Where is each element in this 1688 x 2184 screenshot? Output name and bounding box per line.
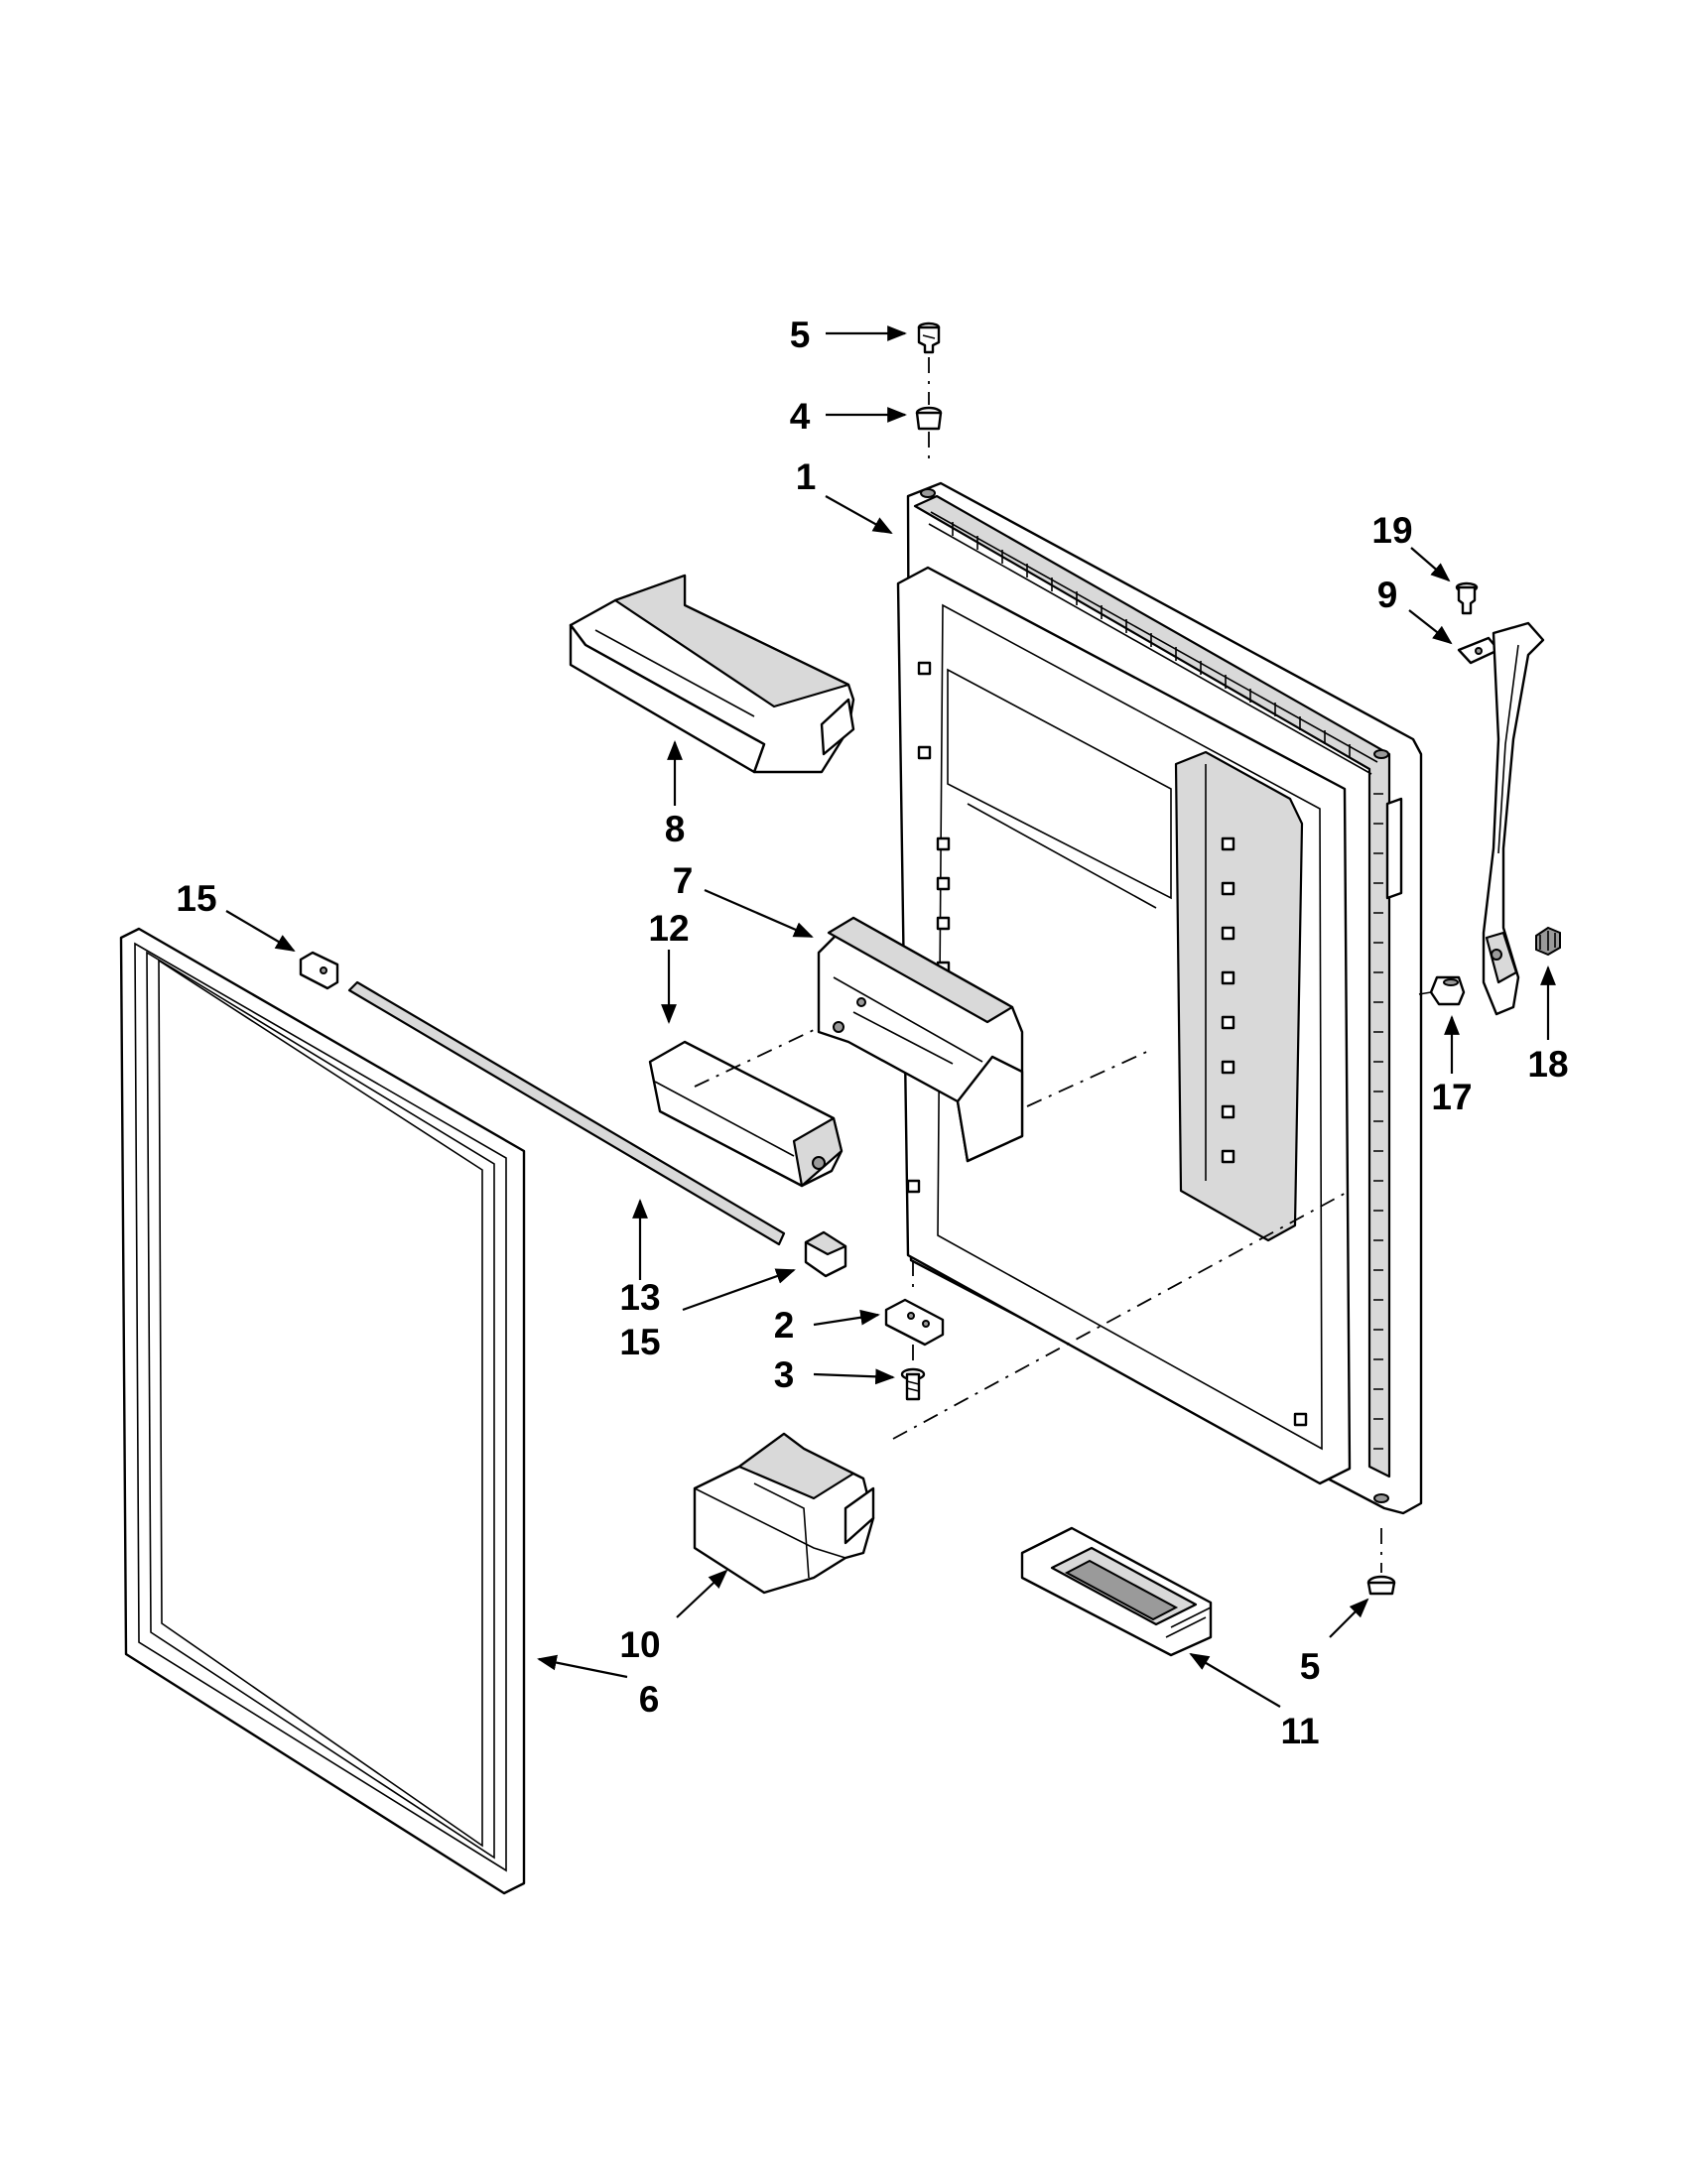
handle-stud [1418, 975, 1466, 1006]
callout-15-bottom: 15 [619, 1322, 660, 1362]
callout-17: 17 [1431, 1077, 1472, 1117]
dairy-shelf [817, 916, 1024, 1163]
trim-end-cap-bottom [804, 1230, 847, 1278]
hinge-bracket [884, 1298, 945, 1347]
callout-9: 9 [1377, 575, 1398, 615]
callout-4: 4 [790, 396, 811, 437]
leader-arrows [225, 325, 1556, 1708]
callout-12: 12 [648, 908, 689, 949]
callout-13: 13 [619, 1277, 660, 1318]
set-screw [1535, 926, 1561, 957]
callout-19: 19 [1371, 510, 1412, 551]
callout-18: 18 [1527, 1044, 1568, 1085]
callout-5-bottom: 5 [1300, 1646, 1321, 1687]
hinge-bushing [915, 406, 943, 431]
trim-end-cap-top [299, 951, 339, 990]
assembly-lines [694, 357, 1382, 1573]
ice-drawer [1020, 1526, 1213, 1657]
door-bin-lower [693, 1432, 875, 1595]
door-handle [1482, 621, 1545, 1016]
callout-5-top: 5 [790, 315, 811, 355]
callout-7: 7 [673, 860, 694, 901]
callout-1: 1 [796, 456, 817, 497]
hinge-screw [900, 1367, 926, 1401]
callout-15-top: 15 [176, 878, 216, 919]
door-bin-upper [569, 574, 855, 774]
top-hinge-screw [917, 321, 941, 354]
handle-screw [1455, 581, 1479, 615]
callout-2: 2 [774, 1305, 795, 1346]
callouts: 5 4 1 19 9 8 7 12 15 13 15 2 3 10 6 5 11… [176, 315, 1568, 1751]
callout-3: 3 [774, 1354, 795, 1395]
dairy-door [648, 1040, 844, 1188]
door-gasket [119, 927, 526, 1895]
gasket-channel-ticks [952, 522, 1383, 1450]
callout-11: 11 [1280, 1711, 1319, 1751]
handle-bracket [1457, 636, 1500, 665]
callout-10: 10 [619, 1624, 660, 1665]
trim-strip [347, 980, 786, 1246]
callout-8: 8 [665, 809, 686, 849]
door-liner [896, 481, 1423, 1515]
callout-6: 6 [639, 1679, 660, 1720]
bottom-bushing [1366, 1575, 1396, 1596]
